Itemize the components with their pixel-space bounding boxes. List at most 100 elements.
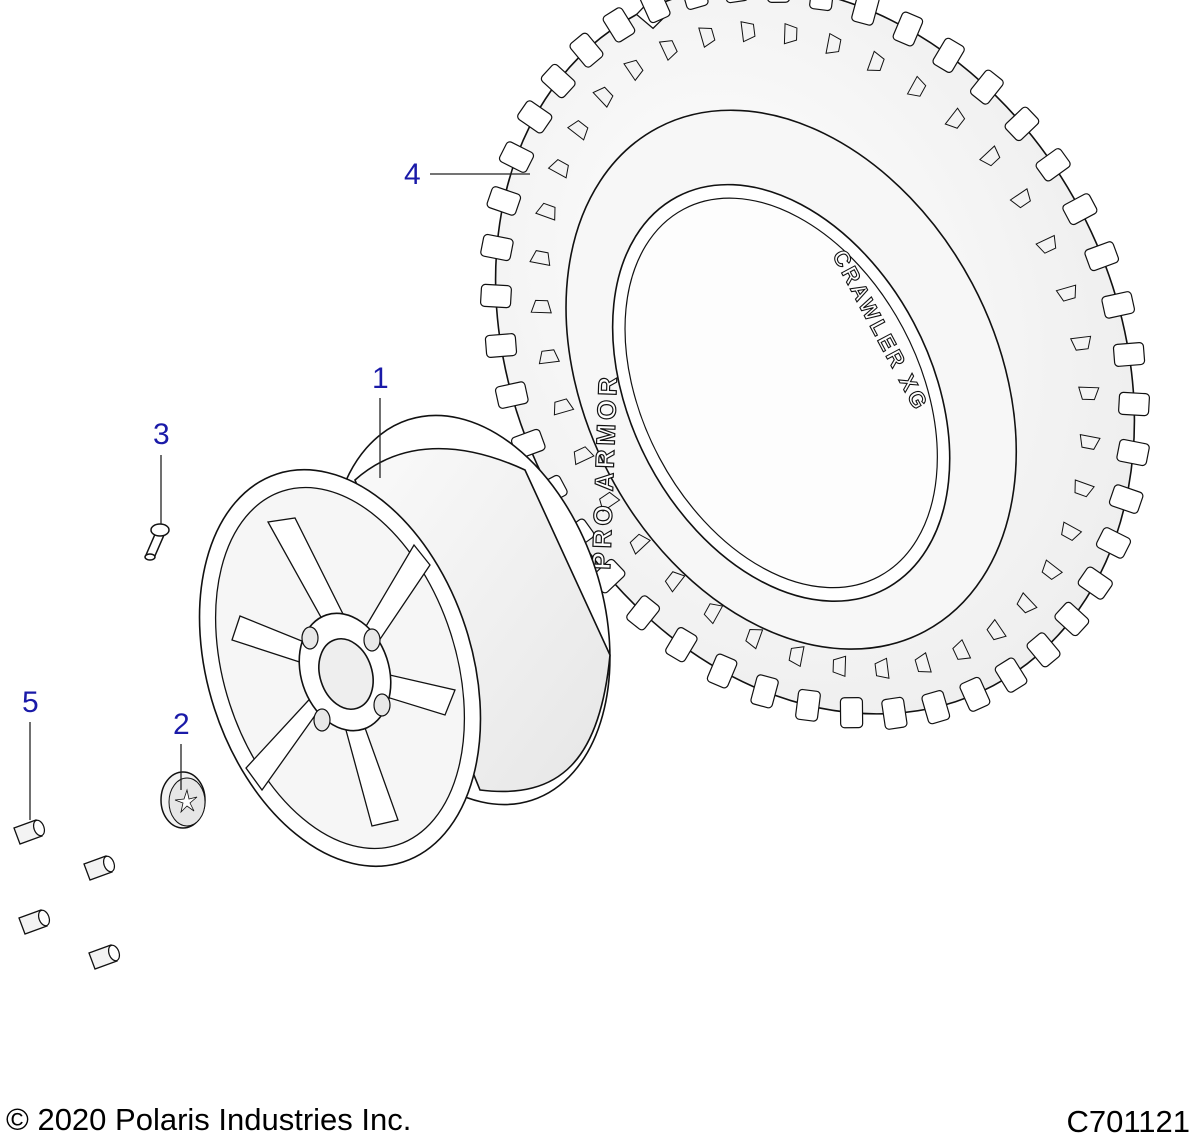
tread-block <box>1116 438 1150 467</box>
tread-block <box>722 0 749 4</box>
tread-block <box>766 0 791 3</box>
tread-block <box>486 186 522 216</box>
tread-lug <box>1061 521 1083 542</box>
callout-4: 4 <box>404 158 421 191</box>
tread-lug <box>874 657 890 679</box>
tread-block <box>892 11 924 47</box>
tread-block <box>959 676 991 712</box>
tread-blocks <box>479 0 1151 730</box>
tire <box>494 0 1136 715</box>
tread-lug <box>832 655 847 678</box>
tread-lug <box>866 50 885 71</box>
tread-lug <box>530 299 552 314</box>
tread-block <box>639 0 671 24</box>
tread-lug <box>547 158 569 179</box>
tread-lug <box>623 59 644 82</box>
tread-block <box>494 381 529 409</box>
callout-5: 5 <box>22 686 39 719</box>
tread-lug <box>952 638 972 660</box>
tread-block <box>540 63 576 99</box>
tread-lug <box>1016 592 1038 614</box>
tread-lug <box>1078 386 1100 401</box>
tread-lug <box>599 491 621 513</box>
tire-body <box>494 0 1136 715</box>
lug-holes <box>301 626 391 732</box>
lug-nut <box>88 944 121 970</box>
tread-lug <box>1009 187 1031 209</box>
tread-lug <box>788 646 805 668</box>
tread-block <box>921 690 951 725</box>
tread-block <box>626 595 661 631</box>
tread-lug <box>566 119 589 141</box>
tread-block <box>969 69 1004 105</box>
callout-1: 1 <box>372 362 389 395</box>
callout-2: 2 <box>173 708 190 741</box>
tread-lug <box>664 571 686 593</box>
tread-lug <box>538 349 561 365</box>
tread-lug <box>914 652 932 673</box>
tread-block <box>602 7 636 43</box>
tread-block <box>881 696 908 730</box>
tread-block <box>851 0 880 26</box>
tread-block <box>1004 106 1040 142</box>
tread-lug <box>1069 335 1092 351</box>
tread-lug <box>1055 284 1077 302</box>
tread-block <box>1095 527 1132 559</box>
tread-block <box>569 32 604 68</box>
tread-block <box>932 37 965 73</box>
tread-block <box>498 141 535 173</box>
copyright-text: © 2020 Polaris Industries Inc. <box>6 1102 412 1137</box>
tread-block <box>839 697 864 729</box>
tread-block <box>1054 601 1090 637</box>
tread-block <box>1084 241 1120 272</box>
tread-block <box>1101 291 1136 319</box>
sidewall-brand-text: PRO ARMOR <box>586 372 623 570</box>
tread-block <box>809 0 835 12</box>
tread-lug <box>825 32 842 54</box>
tread-lug <box>553 398 575 416</box>
tread-lug <box>529 250 551 267</box>
lug-nut <box>13 819 46 845</box>
tread-block <box>994 657 1028 693</box>
tread-block <box>1118 391 1151 417</box>
tread-block <box>1035 148 1071 182</box>
tread-lug <box>1041 559 1064 581</box>
tread-lug <box>740 21 756 43</box>
tread-block <box>1026 632 1061 668</box>
lug-nut <box>83 855 116 881</box>
tread-block <box>1108 484 1144 514</box>
tread-lug <box>592 86 614 108</box>
tread-block <box>665 627 698 663</box>
tread-lug <box>1074 479 1095 498</box>
drawing-number: C701121 <box>1066 1104 1190 1139</box>
tread-lug <box>906 75 927 97</box>
lug-nut <box>18 909 51 935</box>
tread-lug <box>1079 433 1101 450</box>
tread-lug <box>745 629 764 650</box>
tread-block <box>479 283 512 309</box>
tread-block <box>484 333 518 358</box>
tread-block <box>679 0 709 10</box>
tread-block <box>480 233 514 262</box>
tread-block <box>1062 193 1098 226</box>
tread-block <box>517 100 553 134</box>
tread-lug <box>944 107 966 129</box>
tread-block <box>1112 342 1146 367</box>
tread-lug <box>1035 234 1057 254</box>
tread-lug <box>535 202 556 221</box>
valve-stem <box>144 523 170 561</box>
tread-lug <box>698 27 716 48</box>
tread-lug <box>573 446 595 466</box>
wheel-rim <box>198 414 611 868</box>
lug-nuts <box>13 819 121 970</box>
callout-3: 3 <box>153 418 170 451</box>
center-cap <box>160 771 206 829</box>
tread-lug <box>979 145 1001 167</box>
tread-lug <box>986 618 1007 641</box>
leader-lines <box>29 173 530 820</box>
tread-block <box>750 674 779 709</box>
tread-block <box>795 688 821 722</box>
tread-lug <box>658 40 678 62</box>
tread-lug <box>703 603 724 625</box>
